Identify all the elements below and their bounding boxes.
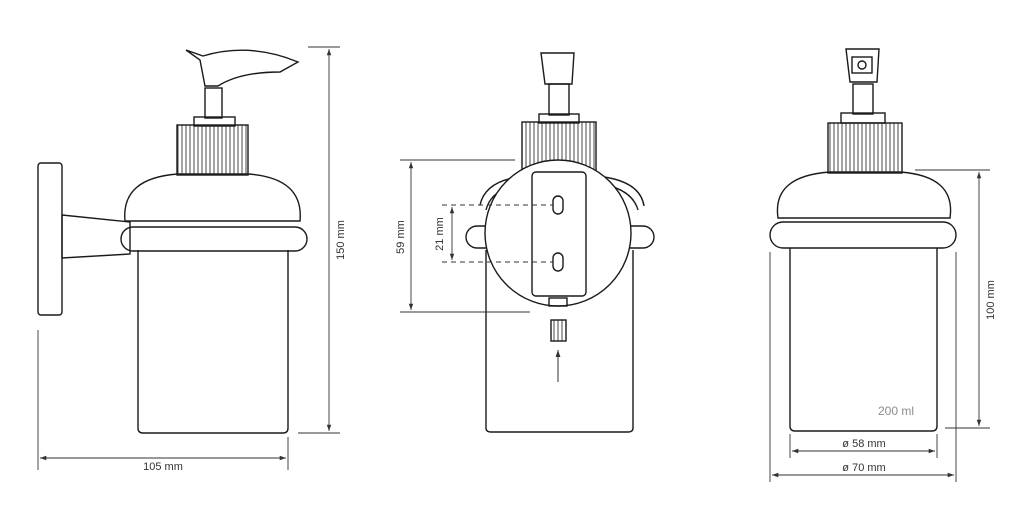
rear-dome-top xyxy=(776,171,952,219)
wall-arm xyxy=(61,214,131,259)
front-dimensions xyxy=(400,159,553,313)
capacity-label: 200 ml xyxy=(878,404,914,418)
pump-stem xyxy=(204,87,223,119)
mounting-bracket xyxy=(531,171,587,297)
dome-top xyxy=(124,173,301,222)
front-pump-stem xyxy=(548,83,570,116)
rear-pump-head xyxy=(845,48,880,83)
mounting-disc xyxy=(484,159,632,307)
front-outer-spacing-label: 59 mm xyxy=(395,220,407,254)
front-view xyxy=(465,52,655,433)
rear-height-label: 100 mm xyxy=(985,280,997,320)
ring-collar xyxy=(120,226,308,252)
pump-head xyxy=(185,49,300,87)
side-height-label: 150 mm xyxy=(335,220,347,260)
outer-diameter-label: ø 70 mm xyxy=(842,462,885,474)
front-glass xyxy=(485,250,634,433)
rear-view xyxy=(769,48,957,432)
rear-ribbed-cap xyxy=(827,122,903,174)
rear-ring-collar xyxy=(769,221,957,249)
front-inner-spacing-label: 21 mm xyxy=(434,217,446,251)
wall-plate xyxy=(37,162,63,316)
inner-diameter-label: ø 58 mm xyxy=(842,438,885,450)
rear-pump-stem xyxy=(852,83,874,115)
rear-dimensions xyxy=(769,169,990,482)
side-width-label: 105 mm xyxy=(143,461,183,473)
side-view xyxy=(37,49,308,434)
fixing-screw xyxy=(550,319,567,342)
ribbed-cap xyxy=(176,124,249,176)
front-pump-head xyxy=(540,52,575,85)
rear-glass xyxy=(789,248,938,432)
glass-body xyxy=(137,250,289,434)
side-dimensions xyxy=(37,46,340,470)
